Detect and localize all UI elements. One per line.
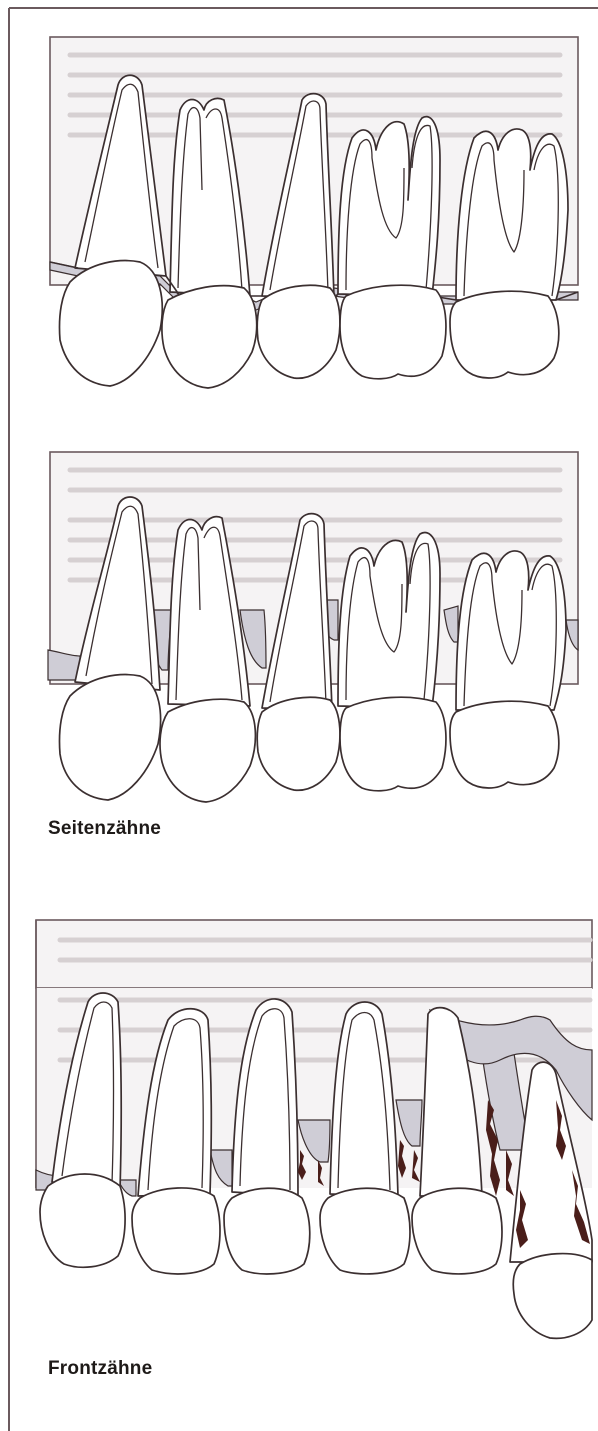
caption-front-teeth: Frontzähne [48, 1358, 152, 1380]
premolar-crown-2-b [160, 699, 255, 802]
molar-crown-1 [340, 285, 446, 379]
incisor-crown-5-tilted [513, 1254, 592, 1339]
panel-front-teeth [36, 920, 592, 1338]
canine-crown [224, 1188, 310, 1274]
premolar-crown-1 [59, 261, 162, 386]
caption-side-teeth: Seitenzähne [48, 818, 161, 840]
panel-side-teeth-bone-loss [48, 452, 578, 802]
molar-root-1 [338, 117, 440, 296]
molar-root-1-b [338, 533, 440, 708]
molar-root-2 [456, 129, 568, 300]
panel-3-background-top [36, 920, 592, 988]
incisor-crown-1 [40, 1174, 125, 1267]
premolar-crown-3 [257, 285, 340, 378]
incisor-crown-4 [412, 1188, 502, 1274]
molar-root-2-b [456, 551, 566, 710]
panel-side-teeth-healthy [50, 37, 578, 388]
incisor-crown-2 [132, 1188, 220, 1274]
molar-crown-2-b [450, 701, 559, 788]
molar-crown-2 [450, 291, 559, 378]
molar-crown-1-b [340, 697, 446, 791]
premolar-crown-3-b [257, 697, 340, 790]
premolar-crown-1-b [59, 675, 160, 800]
incisor-crown-3 [320, 1188, 410, 1274]
premolar-crown-2 [162, 286, 257, 388]
